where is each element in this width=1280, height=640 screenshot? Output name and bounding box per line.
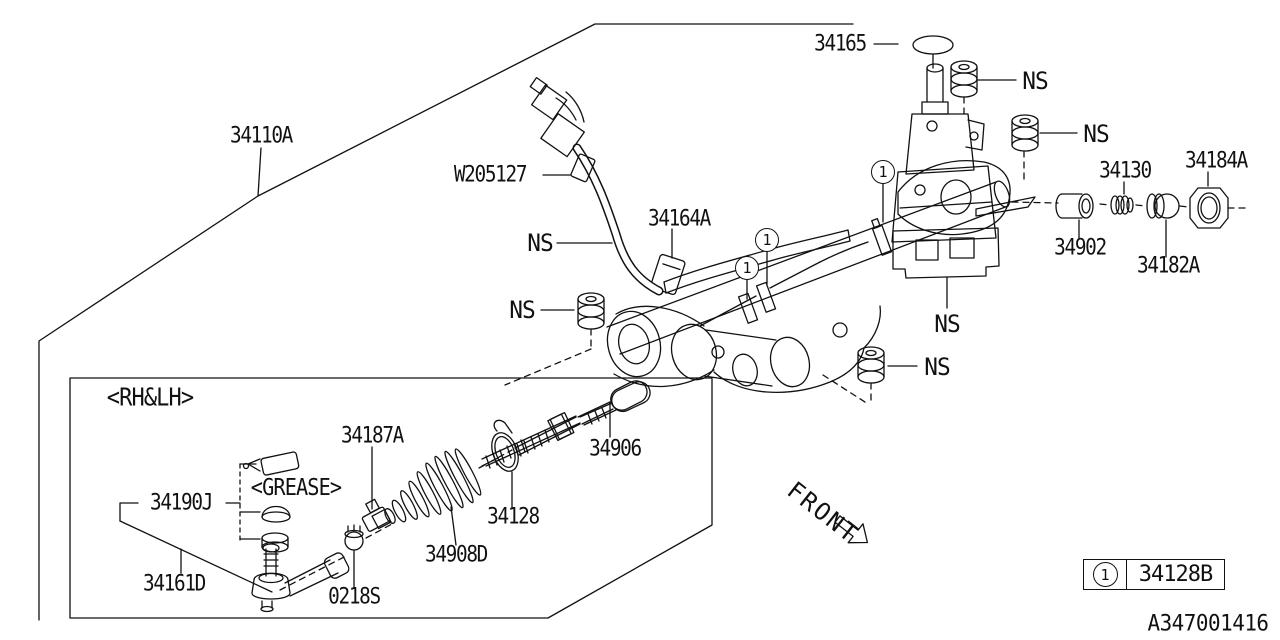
- part-label-34190j: 34190J: [149, 490, 213, 516]
- ns-label-4: NS: [924, 353, 951, 381]
- ns-label-5: NS: [509, 296, 536, 324]
- part-label-34184a: 34184A: [1184, 148, 1248, 174]
- part-label-34906: 34906: [589, 436, 642, 462]
- locknut-34184a: [1189, 187, 1229, 229]
- plug-34182a: [1146, 193, 1180, 219]
- part-label-34902: 34902: [1054, 235, 1107, 261]
- ns-bushing-4: [857, 346, 885, 384]
- spring-34130: [1110, 195, 1134, 215]
- outline-frame: [38, 23, 854, 621]
- grease-tube: [242, 451, 300, 476]
- legend-ref-circle: 1: [1092, 562, 1118, 587]
- ref-callout-1c: 1: [735, 256, 759, 280]
- part-label-34161d: 34161D: [142, 571, 206, 597]
- group-label-rh-lh: <RH&LH>: [106, 382, 194, 412]
- mount-bracket: [892, 227, 1000, 279]
- inner-tie-rod-34906: [481, 381, 651, 469]
- mount-arm: [897, 160, 1036, 236]
- castle-nut-0218s: [344, 524, 364, 551]
- ns-bushing-3: [577, 292, 605, 330]
- front-arrow-icon: [834, 515, 869, 544]
- part-label-34130: 34130: [1099, 158, 1152, 184]
- sensor-harness: [529, 76, 664, 296]
- ns-label-6: NS: [527, 229, 554, 257]
- bushing-34902: [1055, 193, 1094, 219]
- ref-callout-1b: 1: [755, 228, 779, 252]
- boot-34908d: [371, 448, 482, 530]
- legend-ref-cell: 1: [1084, 560, 1127, 589]
- part-label-34165: 34165: [814, 31, 867, 57]
- part-label-34908d: 34908D: [424, 542, 488, 568]
- valve-housing: [891, 113, 997, 243]
- part-label-0218s: 0218S: [328, 584, 381, 610]
- dust-cap-34165: [912, 35, 954, 69]
- part-label-34182a: 34182A: [1136, 253, 1200, 279]
- rack-tube: [606, 180, 1011, 355]
- part-label-34164a: 34164A: [647, 206, 711, 232]
- part-label-w205127: W205127: [453, 162, 528, 188]
- pinion-input-shaft: [921, 63, 949, 115]
- rhlh-box-outline: [69, 377, 713, 619]
- ns-label-3: NS: [934, 310, 961, 338]
- ns-label-2: NS: [1083, 120, 1110, 148]
- ns-label-1: NS: [1022, 67, 1049, 95]
- diagram-code: A347001416: [1147, 611, 1269, 637]
- legend-box: 1 34128B: [1083, 559, 1225, 590]
- part-label-34187a: 34187A: [340, 423, 404, 449]
- part-label-34110a: 34110A: [229, 123, 293, 149]
- ns-bushing-1: [950, 60, 978, 98]
- ref-callout-1a: 1: [871, 160, 895, 184]
- ns-bushing-2: [1011, 114, 1039, 152]
- part-label-34128: 34128: [487, 504, 540, 530]
- grease-label: <GREASE>: [250, 475, 342, 501]
- gear-housing: [606, 241, 882, 393]
- legend-part-number: 34128B: [1138, 562, 1213, 587]
- tie-rod-end: [251, 543, 350, 613]
- grease-cap: [261, 505, 291, 523]
- dashed-lines: [239, 96, 1247, 591]
- leader-lines: [119, 43, 1209, 593]
